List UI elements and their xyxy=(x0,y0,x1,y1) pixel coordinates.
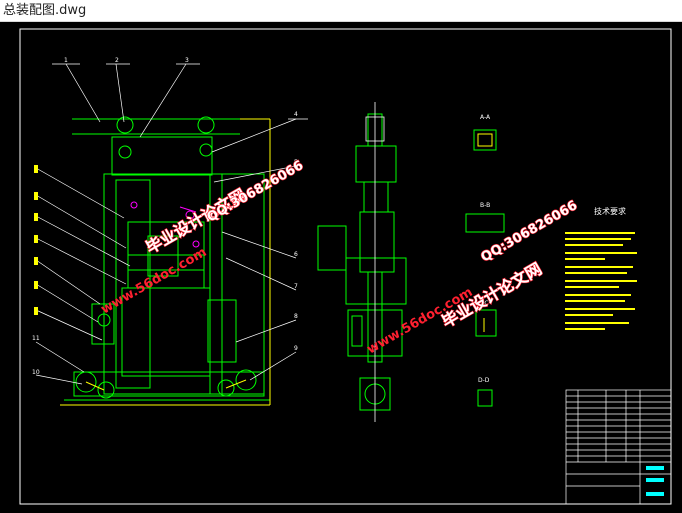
cad-viewport[interactable]: 1 2 3 4 5 6 7 8 9 11 10 A-A B-B C-C D-D xyxy=(0,22,682,513)
side-view xyxy=(317,113,407,411)
drawing-border xyxy=(19,28,672,505)
front-view xyxy=(64,116,270,401)
part-no-9: 9 xyxy=(294,345,298,352)
watermark-left: www.56doc.com 毕业设计论文网 QQ:306826066 xyxy=(99,158,307,318)
part-no-6: 6 xyxy=(294,251,298,258)
part-no-10: 10 xyxy=(32,369,40,376)
section-label-aa: A-A xyxy=(480,114,491,121)
part-no-2: 2 xyxy=(115,57,119,64)
part-no-5: 5 xyxy=(294,159,298,166)
tech-requirements-title: 技术要求 xyxy=(594,206,626,216)
cad-drawing: 1 2 3 4 5 6 7 8 9 11 10 A-A B-B C-C D-D xyxy=(19,28,672,505)
section-label-dd: D-D xyxy=(478,377,490,384)
section-label-cc: C-C xyxy=(478,300,489,307)
part-no-1: 1 xyxy=(64,57,68,64)
part-no-11: 11 xyxy=(32,335,40,342)
part-no-7: 7 xyxy=(294,283,298,290)
section-label-bb: B-B xyxy=(480,202,490,209)
title-block xyxy=(565,389,672,505)
window-title: 总装配图.dwg xyxy=(0,0,682,22)
watermark-right: www.56doc.com 毕业设计论文网 QQ:306826066 xyxy=(365,198,581,358)
part-no-4: 4 xyxy=(294,111,298,118)
watermark-qq-1: QQ:306826066 xyxy=(205,158,307,225)
part-no-8: 8 xyxy=(294,313,298,320)
part-no-3: 3 xyxy=(185,57,189,64)
